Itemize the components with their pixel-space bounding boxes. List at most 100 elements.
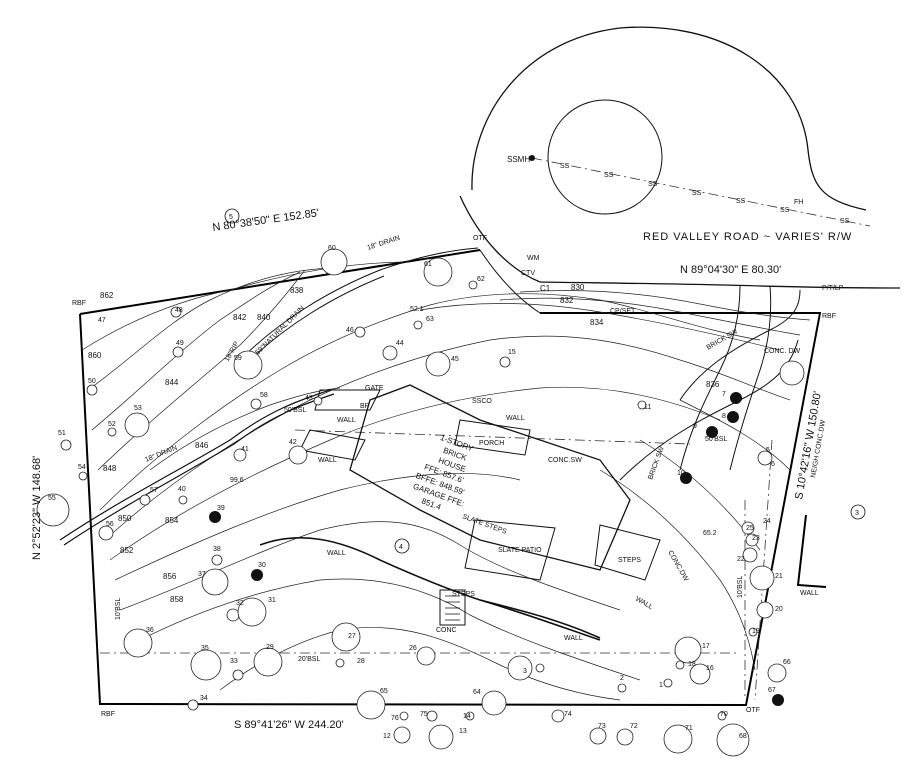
svg-text:68: 68 — [739, 733, 747, 740]
ctv-label: CTV — [521, 270, 535, 277]
svg-text:29: 29 — [266, 644, 274, 651]
west-bearing: N 2°52'23" W 148.68' — [31, 456, 43, 560]
svg-text:27: 27 — [348, 633, 356, 640]
svg-text:76: 76 — [391, 715, 399, 722]
svg-text:846: 846 — [195, 441, 209, 450]
svg-text:842: 842 — [233, 313, 247, 322]
driveway-label: CONC. DW — [764, 348, 801, 355]
svg-text:1: 1 — [659, 682, 663, 689]
svg-text:22: 22 — [737, 556, 745, 563]
tree-labels: 47 48 49 50 51 52 53 54 55 56 57 58 59 6… — [48, 245, 791, 740]
rbf-label: RBF — [101, 711, 115, 718]
svg-text:858: 858 — [170, 595, 184, 604]
svg-text:856: 856 — [163, 572, 177, 581]
svg-text:20: 20 — [775, 606, 783, 613]
svg-text:72: 72 — [630, 723, 638, 730]
bp-label: BP — [360, 403, 370, 410]
svg-text:67: 67 — [768, 687, 776, 694]
svg-text:SS: SS — [604, 172, 614, 179]
curve-label: C1 — [540, 284, 551, 293]
svg-text:830: 830 — [571, 283, 585, 292]
svg-text:31: 31 — [268, 597, 276, 604]
slate-patio-label: SLATE PATIO — [498, 547, 542, 554]
ssmh-label: SSMH — [507, 155, 530, 164]
svg-text:848: 848 — [103, 464, 117, 473]
driveway-label: CONC.DW — [666, 550, 689, 583]
drain-label: 18" DRAIN — [144, 445, 178, 464]
svg-text:SS: SS — [780, 207, 790, 214]
svg-text:5: 5 — [766, 447, 770, 454]
svg-text:53: 53 — [134, 405, 142, 412]
svg-text:52: 52 — [108, 421, 116, 428]
svg-text:51: 51 — [58, 430, 66, 437]
wm-label: WM — [527, 255, 540, 262]
svg-text:28: 28 — [357, 658, 365, 665]
spot-elevation: 65.2 — [703, 530, 717, 537]
svg-text:40: 40 — [178, 486, 186, 493]
steps-label: STEPS — [618, 557, 641, 564]
trees — [36, 248, 805, 757]
svg-text:8: 8 — [722, 413, 726, 420]
svg-text:50: 50 — [88, 378, 96, 385]
cul-de-sac — [459, 26, 901, 289]
svg-text:45: 45 — [451, 356, 459, 363]
wall-label: WALL — [327, 550, 346, 557]
svg-text:30: 30 — [258, 562, 266, 569]
svg-text:860: 860 — [88, 351, 102, 360]
svg-text:7: 7 — [722, 391, 726, 398]
svg-text:59: 59 — [234, 355, 242, 362]
cpset-label: CP/SET — [610, 308, 636, 315]
manhole-icon — [529, 155, 535, 161]
svg-text:852: 852 — [120, 546, 134, 555]
house-label: 1-STORY BRICK HOUSE FFE: 857.6' BFFE: 84… — [412, 433, 475, 512]
svg-text:36: 36 — [146, 627, 154, 634]
drain-line — [59, 389, 331, 541]
svg-text:34: 34 — [200, 695, 208, 702]
brick-sidewalk-label: BRICK SW — [647, 445, 666, 480]
lot-marker — [394, 538, 410, 554]
spot-elevation: 52.1 — [410, 306, 424, 313]
wall-label: WALL — [634, 596, 654, 612]
gate-label: GATE — [365, 385, 384, 392]
svg-text:10: 10 — [677, 470, 685, 477]
svg-text:23: 23 — [752, 535, 760, 542]
svg-text:3: 3 — [523, 668, 527, 675]
svg-text:43: 43 — [305, 395, 313, 402]
svg-text:41: 41 — [241, 446, 249, 453]
house-outline — [349, 384, 631, 571]
svg-text:71: 71 — [685, 725, 693, 732]
south-bearing: S 89°41'26" W 244.20' — [234, 719, 344, 731]
svg-text:60: 60 — [328, 245, 336, 252]
svg-text:57: 57 — [150, 487, 158, 494]
conc-label: CONC — [436, 627, 457, 634]
svg-text:44: 44 — [396, 340, 404, 347]
brick-sidewalk-label: BRICK SW — [706, 328, 740, 352]
wall-label: WALL — [318, 457, 337, 464]
svg-text:74: 74 — [564, 711, 572, 718]
svg-text:54: 54 — [78, 464, 86, 471]
lot-marker — [850, 504, 866, 520]
retaining-wall — [796, 514, 827, 588]
svg-text:24: 24 — [763, 518, 771, 525]
road-label: RED VALLEY ROAD ~ VARIES' R/W — [643, 231, 852, 243]
wall-label: WALL — [506, 415, 525, 422]
svg-text:SS: SS — [648, 181, 658, 188]
svg-text:65: 65 — [380, 688, 388, 695]
svg-text:58: 58 — [260, 392, 268, 399]
svg-text:836: 836 — [706, 380, 720, 389]
svg-text:15: 15 — [508, 349, 516, 356]
svg-text:14: 14 — [463, 713, 471, 720]
svg-text:21: 21 — [775, 573, 783, 580]
bsl-label: 50'BSL — [284, 407, 306, 414]
svg-text:SS: SS — [692, 190, 702, 197]
driveway — [679, 289, 801, 401]
rbf-label: RBF — [72, 300, 86, 307]
svg-text:844: 844 — [165, 378, 179, 387]
svg-text:63: 63 — [426, 316, 434, 323]
svg-text:11: 11 — [644, 404, 651, 411]
ptlp-label: P/T/LP — [822, 285, 844, 292]
svg-text:SS: SS — [840, 218, 850, 225]
sanitary-sewer-line — [531, 157, 871, 227]
lot-number: 4 — [399, 544, 403, 551]
